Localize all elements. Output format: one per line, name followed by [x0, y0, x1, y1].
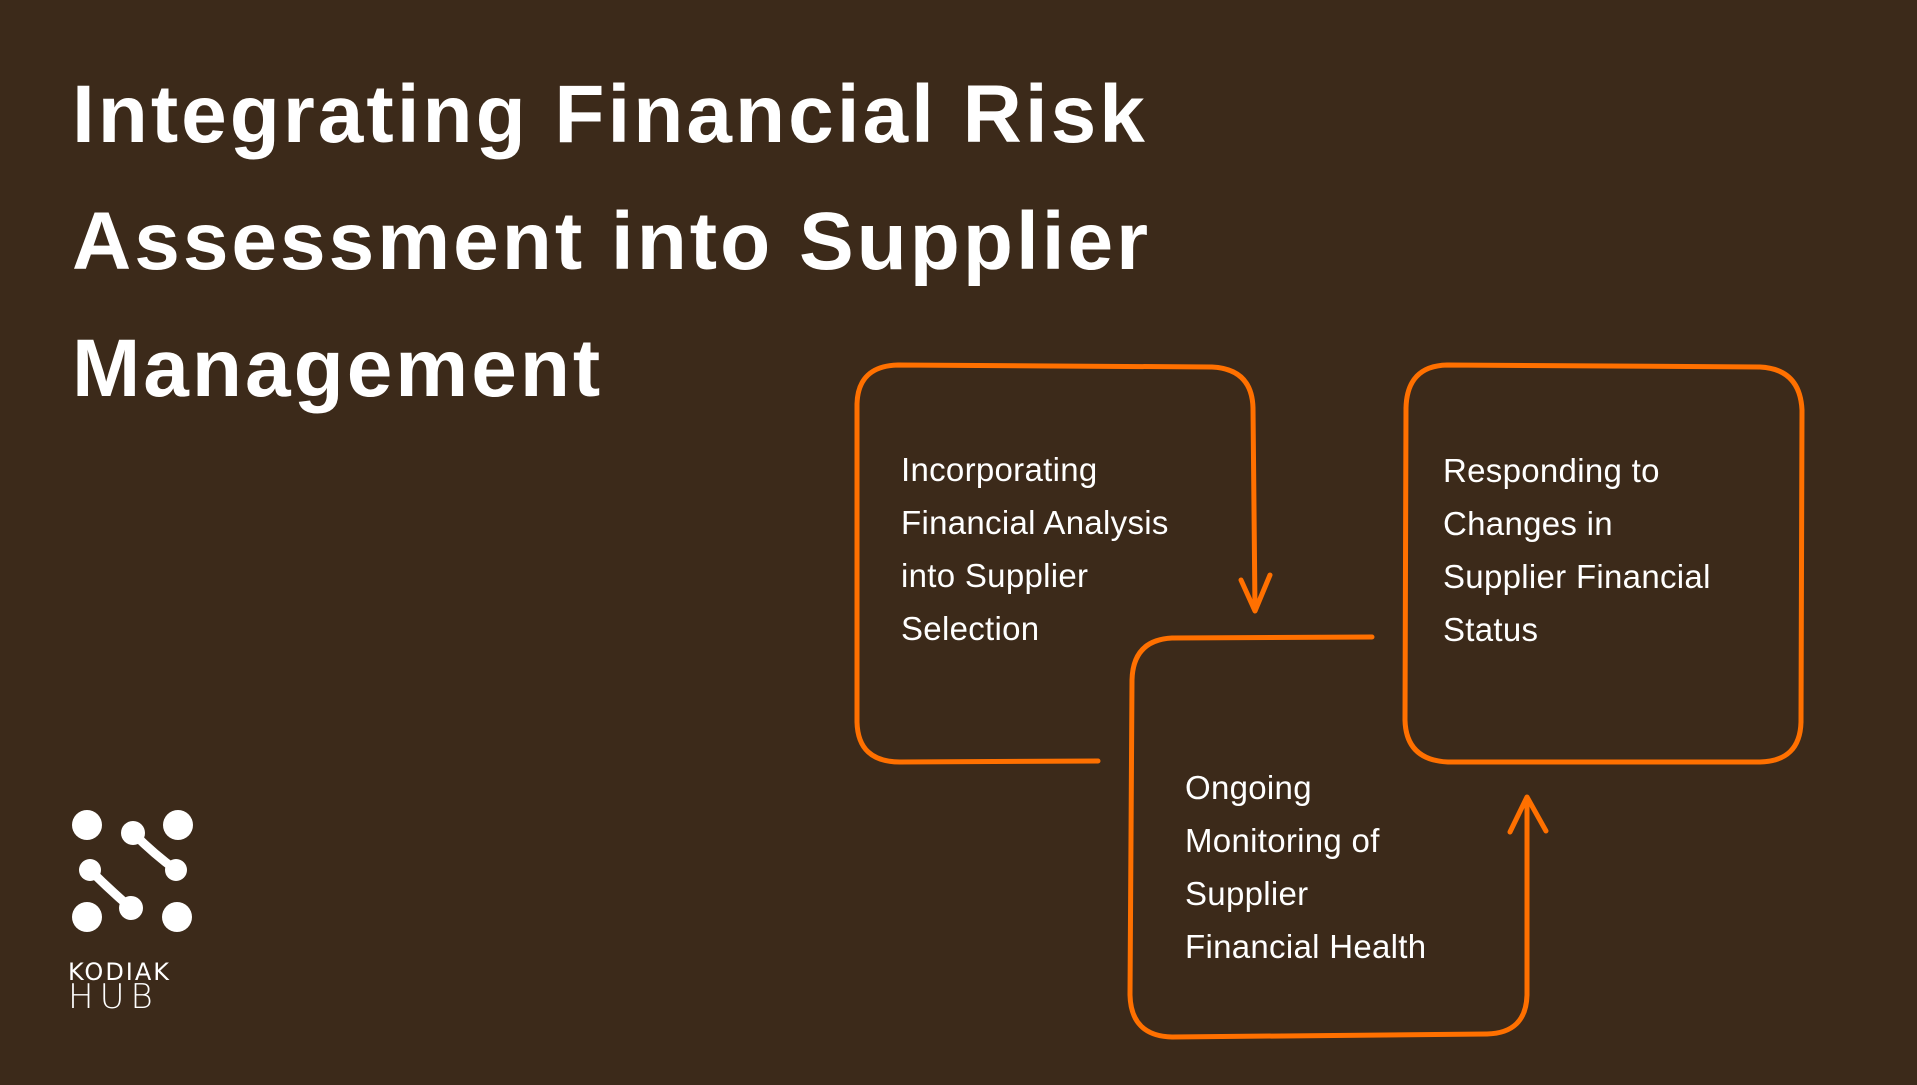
- step-2-label: Ongoing Monitoring of Supplier Financial…: [1185, 769, 1427, 965]
- arrow-down-icon: [1238, 572, 1273, 614]
- step-2-box-outline: [1127, 634, 1530, 1040]
- step-3-box-outline: [1402, 362, 1805, 765]
- logo-wordmark-kodiak: KODIAK: [68, 958, 172, 986]
- title-line-2: Assessment into Supplier: [72, 196, 1152, 287]
- slide-title: Integrating Financial Risk Assessment in…: [72, 51, 1151, 432]
- title-line-1: Integrating Financial Risk: [72, 69, 1148, 160]
- logo-wordmark-hub: HUB: [68, 977, 159, 1017]
- step-1-label: Incorporating Financial Analysis into Su…: [901, 451, 1169, 647]
- step-1-box-outline: [854, 362, 1258, 765]
- arrow-up-icon: [1507, 794, 1549, 835]
- title-line-3: Management: [72, 323, 604, 414]
- step-3-label: Responding to Changes in Supplier Financ…: [1443, 452, 1711, 648]
